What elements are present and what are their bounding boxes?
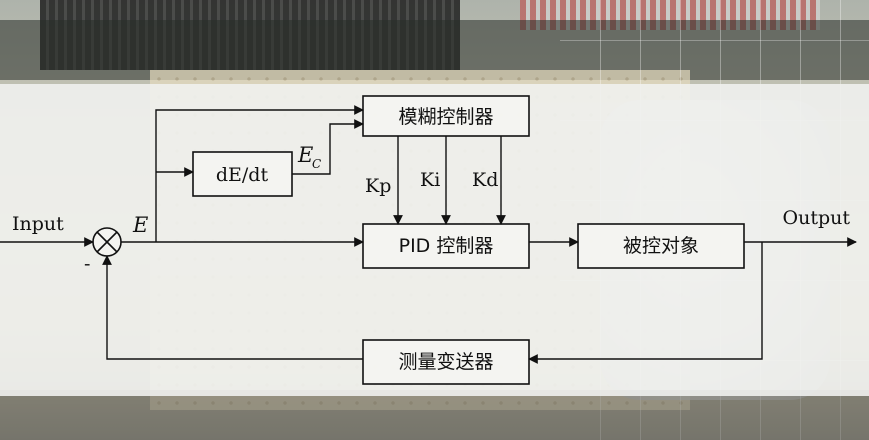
grid-line	[560, 40, 869, 41]
sensor-label: 测量变送器	[398, 351, 493, 373]
fuzzy-controller-label: 模糊控制器	[398, 106, 493, 128]
error-rate-label: E	[297, 143, 313, 167]
plant-label: 被控对象	[623, 235, 699, 257]
kp-label: Kp	[365, 175, 391, 197]
ki-label: Ki	[420, 169, 440, 191]
fuzzy-controller-block	[362, 95, 530, 137]
derivative-block	[192, 151, 293, 197]
dark-overlay-bottom	[0, 390, 869, 440]
input-label: Input	[12, 213, 64, 235]
sensor-block	[362, 339, 530, 385]
output-to-sensor-arrow	[528, 242, 763, 364]
pid-controller-block	[362, 223, 530, 269]
kd-label: Kd	[472, 169, 498, 191]
derivative-label: dE/dt	[216, 164, 269, 186]
error-rate-arrow	[292, 119, 364, 175]
pid-controller-label: PID 控制器	[399, 235, 494, 257]
feedback-arrow	[102, 255, 363, 360]
feedback-minus-sign: -	[84, 253, 90, 275]
summing-junction	[92, 227, 122, 257]
error-label: E	[132, 213, 148, 237]
error-rate-subscript: C	[312, 157, 321, 171]
output-label: Output	[783, 207, 851, 229]
error-to-fuzzy-arrow	[155, 105, 364, 242]
plant-block	[577, 223, 745, 269]
